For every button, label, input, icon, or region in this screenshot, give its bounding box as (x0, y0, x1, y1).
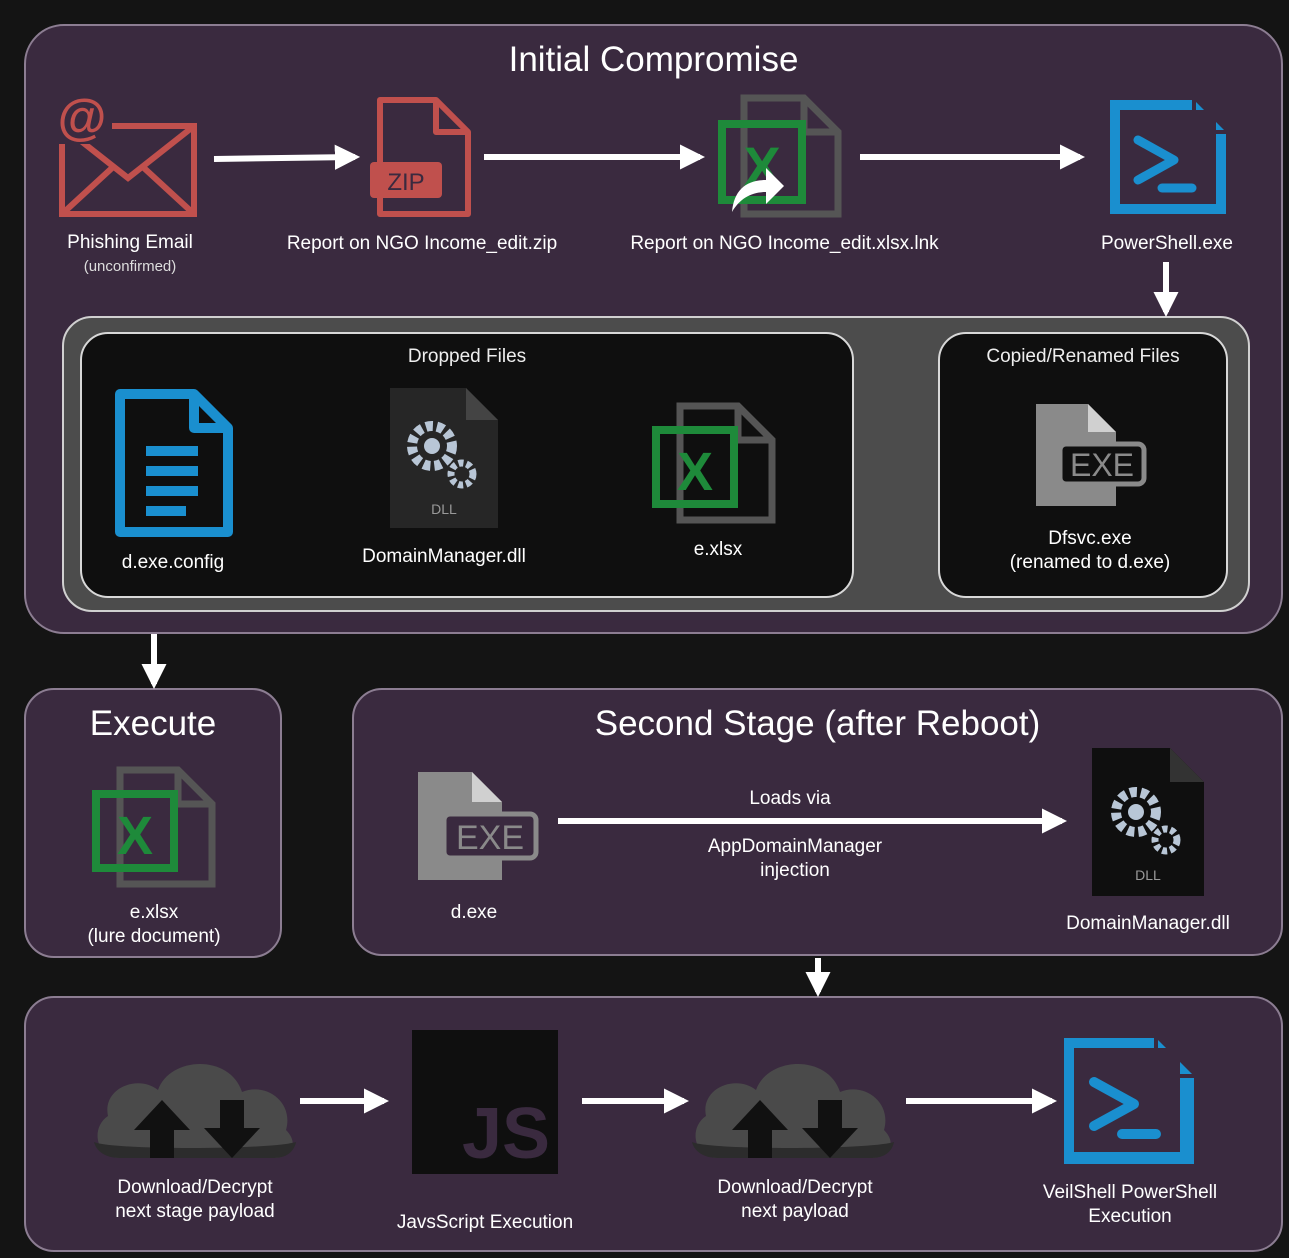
veilshell-label: VeilShell PowerShell Execution (1020, 1181, 1240, 1229)
second-dll-icon-text: DLL (1135, 867, 1161, 883)
cloud-download-icon (90, 1046, 300, 1166)
cloud-download-icon-2 (688, 1046, 898, 1166)
second-stage-title: Second Stage (after Reboot) (594, 704, 1041, 743)
lnk-label: Report on NGO Income_edit.xlsx.lnk (630, 233, 939, 254)
zip-icon-text: ZIP (387, 169, 424, 196)
appdomain-line2: injection (760, 860, 830, 881)
dll-file-icon: DLL (388, 386, 500, 530)
appdomain-label: AppDomainManager injection (670, 835, 920, 883)
copied-files-title: Copied/Renamed Files (986, 346, 1180, 367)
veilshell-powershell-icon (1056, 1032, 1200, 1170)
svg-text:@: @ (58, 92, 107, 145)
d-exe-label: d.exe (450, 902, 498, 923)
email-icon: @ (56, 92, 201, 222)
phishing-email-text: Phishing Email (67, 232, 193, 253)
svg-text:X: X (117, 806, 153, 866)
download2-line2: next payload (741, 1201, 849, 1222)
svg-text:X: X (677, 442, 713, 502)
exe-icon-text: EXE (1070, 447, 1134, 483)
execute-line1: e.xlsx (129, 902, 179, 923)
veilshell-line1: VeilShell PowerShell (1042, 1182, 1218, 1203)
download2-label: Download/Decrypt next payload (690, 1176, 900, 1224)
execute-title: Execute (89, 704, 217, 743)
d-exe-icon: EXE (414, 768, 542, 882)
exe-file-icon: EXE (1032, 400, 1150, 508)
veilshell-line2: Execution (1088, 1206, 1172, 1227)
powershell-icon (1098, 94, 1232, 222)
copied-label: Dfsvc.exe (renamed to d.exe) (990, 527, 1190, 575)
second-dll-label: DomainManager.dll (1066, 913, 1230, 934)
second-dll-icon: DLL (1090, 746, 1206, 898)
powershell-label: PowerShell.exe (1100, 233, 1234, 254)
javascript-icon: JS (412, 1030, 558, 1174)
js-label: JavsScript Execution (396, 1212, 574, 1233)
config-label: d.exe.config (121, 552, 225, 573)
execute-label: e.xlsx (lure document) (54, 901, 254, 949)
js-icon-text: JS (462, 1094, 550, 1174)
execute-panel: Execute (24, 688, 282, 958)
excel-shortcut-icon: X (716, 94, 848, 220)
copied-line2: (renamed to d.exe) (1009, 552, 1171, 573)
xlsx-label: e.xlsx (693, 539, 743, 560)
loads-via-label: Loads via (749, 788, 831, 809)
download2-line1: Download/Decrypt (717, 1177, 873, 1198)
config-file-icon (108, 388, 236, 538)
initial-compromise-title: Initial Compromise (508, 40, 799, 79)
zip-file-icon: ZIP (368, 96, 478, 220)
copied-line1: Dfsvc.exe (1048, 528, 1132, 549)
dll-label: DomainManager.dll (362, 546, 526, 567)
excel-file-icon: X (652, 402, 778, 526)
zip-label: Report on NGO Income_edit.zip (286, 233, 558, 254)
appdomain-line1: AppDomainManager (707, 836, 883, 857)
download1-label: Download/Decrypt next stage payload (90, 1176, 300, 1224)
dll-icon-text: DLL (431, 501, 457, 517)
download1-line2: next stage payload (115, 1201, 275, 1222)
d-exe-icon-text: EXE (456, 819, 524, 857)
download1-line1: Download/Decrypt (117, 1177, 273, 1198)
arrow-email-to-zip (213, 144, 361, 170)
execute-line2: (lure document) (87, 926, 221, 947)
phishing-email-note: (unconfirmed) (83, 258, 177, 275)
dropped-files-title: Dropped Files (407, 346, 527, 367)
lure-excel-icon: X (92, 766, 218, 890)
phishing-email-label: Phishing Email (unconfirmed) (40, 231, 220, 279)
